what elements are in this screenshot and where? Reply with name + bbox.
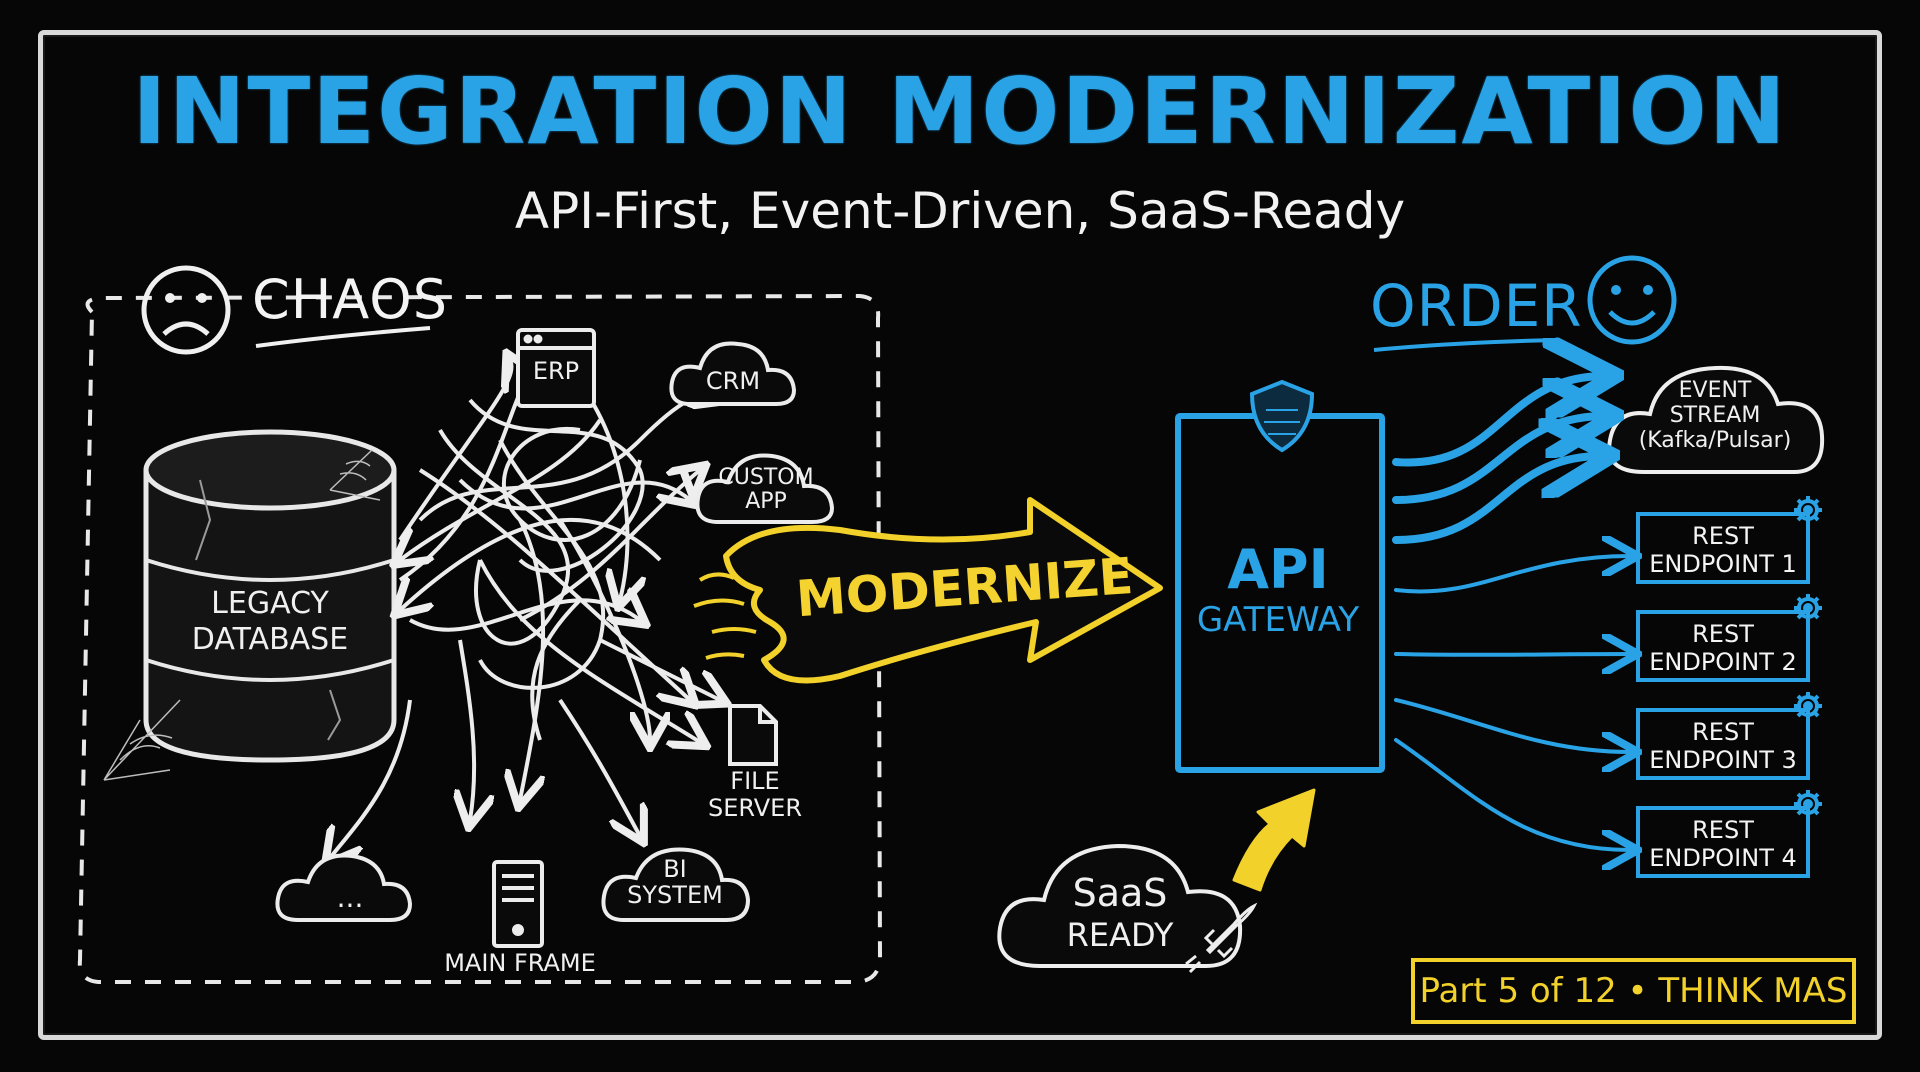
order-underline (1373, 338, 1561, 352)
shield-icon (1249, 379, 1315, 453)
rest-endpoint-2-line2: ENDPOINT 2 (1649, 648, 1797, 676)
board-frame (38, 30, 1882, 1040)
api-gateway-line2: GATEWAY (1196, 600, 1360, 640)
mainframe-label: MAIN FRAME (444, 949, 596, 977)
saas-ready-label: SaaS READY (1040, 872, 1200, 956)
series-footer: Part 5 of 12 • THINK MAS (1411, 958, 1856, 1024)
event-flow-arrows (1392, 376, 1600, 544)
api-gateway-label: API GATEWAY (1178, 538, 1378, 641)
api-gateway-line1: API (1227, 538, 1329, 601)
unknown-cloud-icon (275, 853, 413, 922)
saas-ready-line2: READY (1066, 916, 1174, 954)
event-stream-line2: STREAM (1669, 403, 1761, 428)
rest-endpoint-3-line2: ENDPOINT 3 (1649, 746, 1797, 774)
saas-up-arrow (1232, 788, 1316, 892)
rest-endpoint-4: REST ENDPOINT 4 (1636, 806, 1810, 878)
browser-window-icon (516, 328, 596, 408)
spider-web-icon (103, 449, 381, 781)
rest-endpoint-2: REST ENDPOINT 2 (1636, 610, 1810, 682)
bi-system-cloud-icon (601, 847, 751, 922)
chaos-heading: CHAOS (252, 268, 449, 331)
rest-endpoint-1-line2: ENDPOINT 1 (1649, 550, 1797, 578)
bi-system-line2: SYSTEM (627, 881, 723, 909)
rest-endpoint-1-line1: REST (1692, 522, 1754, 550)
event-stream-line1: EVENT (1678, 378, 1752, 403)
rest-endpoint-4-line2: ENDPOINT 4 (1649, 844, 1797, 872)
file-icon (728, 704, 778, 766)
crm-label: CRM (705, 367, 761, 395)
bi-system-line1: BI (663, 855, 687, 883)
legacy-database-line2: DATABASE (191, 622, 349, 657)
file-server-label: FILE SERVER (700, 768, 810, 822)
page-title: INTEGRATION MODERNIZATION (132, 58, 1788, 165)
erp-label: ERP (532, 357, 580, 385)
legacy-database-line1: LEGACY (211, 586, 329, 621)
rest-endpoint-4-line1: REST (1692, 816, 1754, 844)
saas-ready-line1: SaaS (1072, 871, 1168, 915)
file-server-line1: FILE (730, 767, 780, 795)
modernize-arrow (693, 497, 1163, 684)
legacy-database-label: LEGACY DATABASE (160, 586, 380, 658)
rest-endpoint-3-line1: REST (1692, 718, 1754, 746)
page-subtitle: API-First, Event-Driven, SaaS-Ready (514, 182, 1406, 240)
saas-cloud-icon (997, 843, 1243, 968)
chaos-region-border (77, 293, 883, 984)
spaghetti-connections (330, 350, 720, 858)
chaos-underline (255, 326, 431, 348)
file-server-line2: SERVER (707, 794, 803, 822)
rest-endpoint-1: REST ENDPOINT 1 (1636, 512, 1810, 584)
sad-face-icon (141, 265, 231, 355)
bi-system-label: BI SYSTEM (610, 856, 740, 908)
custom-app-line1: CUSTOM (718, 465, 814, 490)
event-stream-line3: (Kafka/Pulsar) (1638, 428, 1792, 453)
custom-app-cloud-icon (695, 453, 835, 524)
rocket-icon (1185, 902, 1258, 974)
order-heading: ORDER (1370, 272, 1583, 340)
endpoint-flow-arrows (1394, 556, 1630, 850)
rest-endpoint-2-line1: REST (1692, 620, 1754, 648)
rest-endpoint-3: REST ENDPOINT 3 (1636, 708, 1810, 780)
event-stream-label: EVENT STREAM (Kafka/Pulsar) (1620, 378, 1810, 453)
smiley-face-icon (1587, 255, 1677, 345)
server-tower-icon (492, 860, 544, 948)
custom-app-label: CUSTOM APP (700, 466, 832, 514)
unknown-cloud-label: ... (336, 881, 364, 914)
custom-app-line2: APP (745, 489, 787, 514)
crm-cloud-icon (669, 341, 797, 406)
